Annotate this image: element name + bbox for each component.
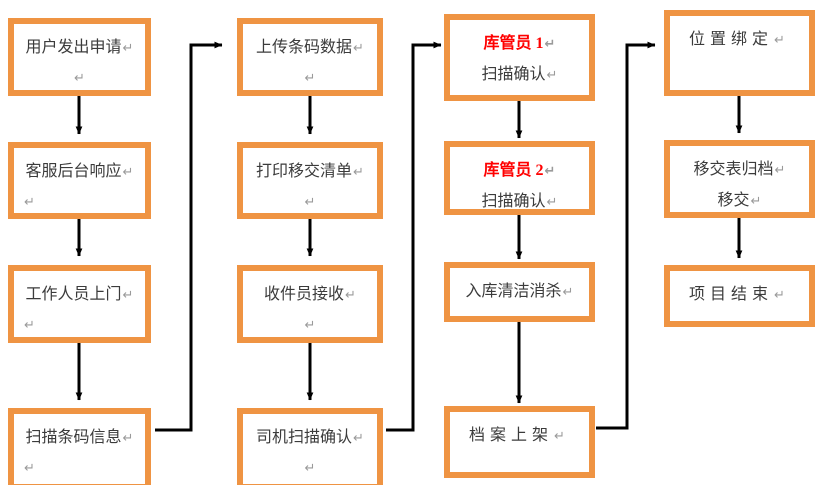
pilcrow-icon: ↵	[304, 71, 316, 86]
node-warehouse-keeper-2-scan-confirm[interactable]: 库管员 2↵ 扫描确认↵	[444, 141, 595, 215]
node-label: 用户发出申请↵	[25, 39, 134, 56]
pilcrow-icon: ↵	[304, 461, 316, 476]
node-scan-barcode-info[interactable]: 扫描条码信息↵ ↵	[8, 408, 151, 485]
pilcrow-icon: ↵	[353, 165, 364, 180]
pilcrow-icon: ↵	[122, 165, 134, 180]
node-label: 扫描确认↵	[481, 66, 558, 83]
pilcrow-icon: ↵	[774, 33, 790, 48]
pilcrow-icon: ↵	[546, 68, 558, 83]
node-label-emphasis: 库管员 1↵	[483, 35, 556, 52]
node-staff-onsite-visit[interactable]: 工作人员上门↵ ↵	[8, 265, 151, 343]
pilcrow-icon: ↵	[24, 195, 35, 210]
edge-n4-n5	[155, 41, 223, 432]
node-label: 上传条码数据↵	[256, 39, 364, 56]
pilcrow-icon: ↵	[304, 318, 316, 333]
node-label-emphasis: 库管员 2↵	[483, 162, 556, 179]
node-label: 位置绑定↵	[689, 31, 790, 48]
pilcrow-icon: ↵	[122, 41, 134, 56]
pilcrow-icon: ↵	[304, 195, 316, 210]
node-print-transfer-list[interactable]: 打印移交清单↵ ↵	[237, 142, 383, 219]
node-upload-barcode-data[interactable]: 上传条码数据↵ ↵	[237, 18, 383, 96]
node-warehouse-keeper-1-scan-confirm[interactable]: 库管员 1↵ 扫描确认↵	[444, 14, 595, 101]
pilcrow-icon: ↵	[544, 164, 556, 179]
node-label: 入库清洁消杀↵	[465, 283, 574, 300]
node-user-submits-request[interactable]: 用户发出申请↵ ↵	[8, 18, 151, 96]
node-label: 司机扫描确认↵	[256, 429, 364, 446]
pilcrow-icon: ↵	[544, 37, 556, 52]
pilcrow-icon: ↵	[74, 71, 85, 86]
node-archive-shelving[interactable]: 档案上架↵	[444, 406, 595, 478]
node-service-backend-response[interactable]: 客服后台响应↵ ↵	[8, 142, 151, 219]
pilcrow-icon: ↵	[122, 288, 134, 303]
pilcrow-icon: ↵	[122, 431, 134, 446]
pilcrow-icon: ↵	[562, 285, 574, 300]
node-transfer-form-archiving[interactable]: 移交表归档↵ 移交↵	[664, 140, 815, 218]
node-warehouse-clean-disinfect[interactable]: 入库清洁消杀↵	[444, 262, 595, 322]
node-label: 移交表归档↵	[693, 161, 786, 178]
node-label: 档案上架↵	[469, 427, 570, 444]
node-label: 打印移交清单↵	[256, 163, 364, 180]
pilcrow-icon: ↵	[345, 288, 356, 303]
node-label: 项目结束↵	[689, 286, 790, 303]
node-location-binding[interactable]: 位置绑定↵	[664, 10, 815, 96]
edge-n12-n13	[596, 41, 656, 430]
pilcrow-icon: ↵	[546, 195, 558, 210]
pilcrow-icon: ↵	[774, 288, 790, 303]
pilcrow-icon: ↵	[774, 163, 786, 178]
pilcrow-icon: ↵	[353, 41, 364, 56]
edge-n8-n9	[386, 41, 442, 432]
node-label: 收件员接收↵	[264, 286, 356, 303]
pilcrow-icon: ↵	[24, 318, 35, 333]
node-label: 工作人员上门↵	[25, 286, 134, 303]
node-label-secondary: 移交↵	[717, 192, 762, 209]
node-label: 扫描确认↵	[481, 193, 558, 210]
pilcrow-icon: ↵	[353, 431, 364, 446]
pilcrow-icon: ↵	[750, 194, 762, 209]
pilcrow-icon: ↵	[554, 429, 570, 444]
node-label: 扫描条码信息↵	[25, 429, 134, 446]
node-label: 客服后台响应↵	[25, 163, 134, 180]
pilcrow-icon: ↵	[24, 461, 35, 476]
node-project-end[interactable]: 项目结束↵	[664, 265, 815, 327]
node-courier-receives[interactable]: 收件员接收↵ ↵	[237, 265, 383, 343]
node-driver-scan-confirm[interactable]: 司机扫描确认↵ ↵	[237, 408, 383, 485]
